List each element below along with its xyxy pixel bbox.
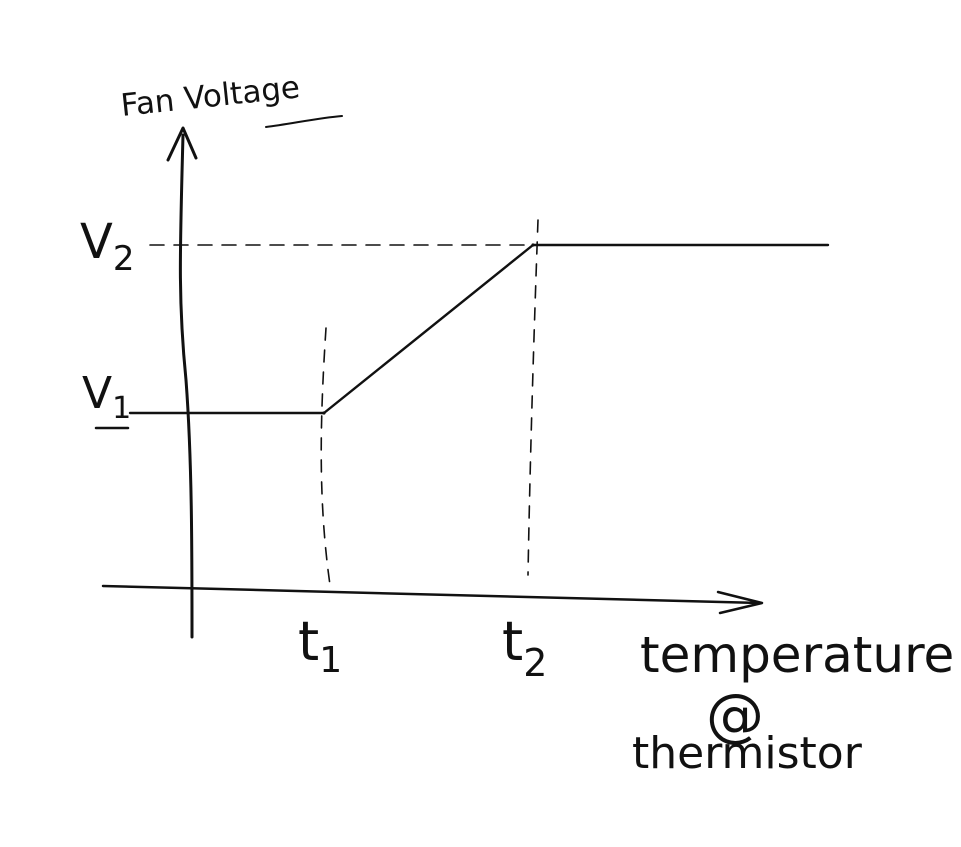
y-axis-title: Fan Voltage [119,69,302,124]
y-tick-v2-letter: V [80,214,113,270]
svg-text:t1: t1 [298,610,342,681]
svg-text:V2: V2 [80,214,134,279]
series-0-breakpoint-0 [322,411,326,415]
y-tick-v1-letter: V [82,368,112,419]
x-axis-line [101,584,762,605]
x-tick-t2-subscript: 2 [523,641,547,685]
series-0-segment-1 [322,243,535,415]
t1-dashed-guide [320,327,331,586]
y-axis-arrowhead [166,126,198,162]
x-axis-title-line-3: thermistor [632,728,863,779]
x-tick-t1-subscript: 1 [319,640,342,681]
x-tick-t1-letter: t [298,610,319,673]
x-axis-arrowhead [716,590,764,615]
svg-text:V1: V1 [82,368,131,426]
x-tick-t1: t1 [298,610,342,681]
x-tick-t2-letter: t [502,610,523,673]
y-tick-v2-subscript: 2 [113,239,135,279]
y-axis-line [178,133,194,639]
t2-dashed-guide [527,219,539,576]
y-axis-title-underline [265,115,343,128]
x-tick-t2: t2 [502,610,547,685]
series-0-breakpoint-1 [531,243,535,247]
svg-text:t2: t2 [502,610,547,685]
y-tick-v1: V1 [82,368,131,430]
y-tick-v2: V2 [80,214,134,279]
y-tick-v1-subscript: 1 [112,391,131,426]
x-axis-title-line-2: @ [706,681,764,749]
series-group [128,243,830,415]
x-axis-title-line-1: temperature [640,626,954,684]
